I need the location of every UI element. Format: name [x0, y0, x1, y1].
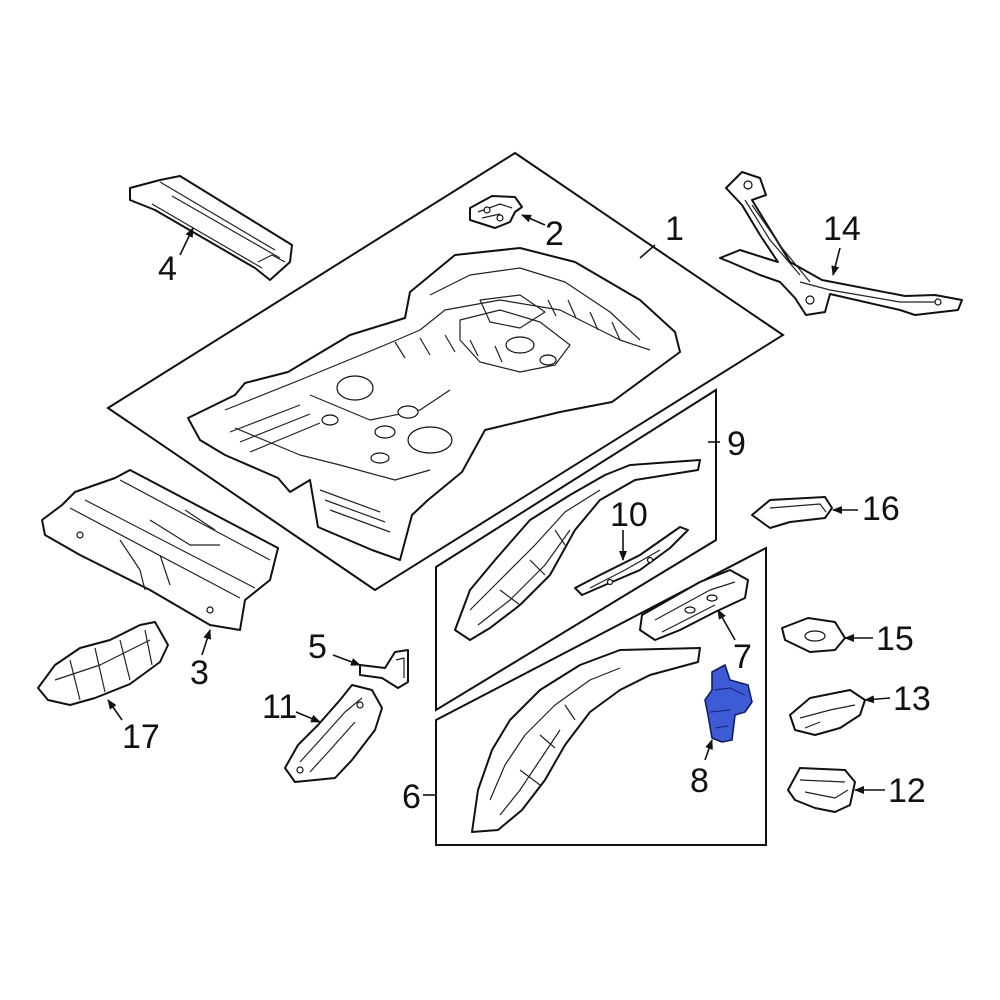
callout-8: 8	[690, 762, 709, 800]
callout-11: 11	[262, 688, 297, 726]
callout-14: 14	[823, 210, 861, 248]
floor-pan-part[interactable]	[187, 247, 681, 561]
callout-17: 17	[122, 718, 160, 756]
group-9-frame	[435, 388, 717, 712]
callout-12: 12	[888, 772, 926, 810]
highlighted-bracket-part-8[interactable]	[704, 664, 753, 743]
bracket-part-11[interactable]	[284, 684, 383, 783]
callout-15: 15	[876, 620, 914, 658]
callout-1: 1	[665, 210, 684, 248]
bracket-part-12[interactable]	[787, 767, 856, 813]
bracket-part-5[interactable]	[359, 649, 409, 689]
callout-13: 13	[893, 680, 931, 718]
bracket-part-13[interactable]	[789, 689, 866, 736]
callout-10: 10	[610, 496, 648, 534]
reinforcement-part-10[interactable]	[574, 526, 689, 596]
callout-3: 3	[190, 654, 209, 692]
callout-2: 2	[545, 215, 564, 253]
callout-7: 7	[733, 638, 752, 676]
callout-6: 6	[402, 778, 421, 816]
bracket-part-15[interactable]	[781, 617, 846, 653]
frame-rail-part-6[interactable]	[471, 647, 701, 833]
group-6-frame	[435, 546, 767, 846]
callout-5: 5	[308, 628, 327, 666]
extension-part-7[interactable]	[639, 569, 749, 641]
cross-rail-part-4[interactable]	[129, 175, 293, 281]
callout-16: 16	[862, 490, 900, 528]
bracket-part-2[interactable]	[469, 195, 523, 229]
callout-4: 4	[158, 250, 177, 288]
crossmember-part-3[interactable]	[41, 469, 279, 631]
callout-9: 9	[727, 425, 746, 463]
leader-lines	[107, 214, 891, 796]
bracket-part-16[interactable]	[751, 496, 833, 529]
floor-pan-frame	[106, 151, 785, 592]
callout-labels: 1 2 4 14 3 17 5 11 9 10 16 7 8 6 15 13 1…	[122, 210, 931, 816]
heat-shield-part-17[interactable]	[37, 621, 169, 706]
x-brace-part-14[interactable]	[719, 171, 963, 316]
side-member-part-9[interactable]	[454, 459, 701, 641]
